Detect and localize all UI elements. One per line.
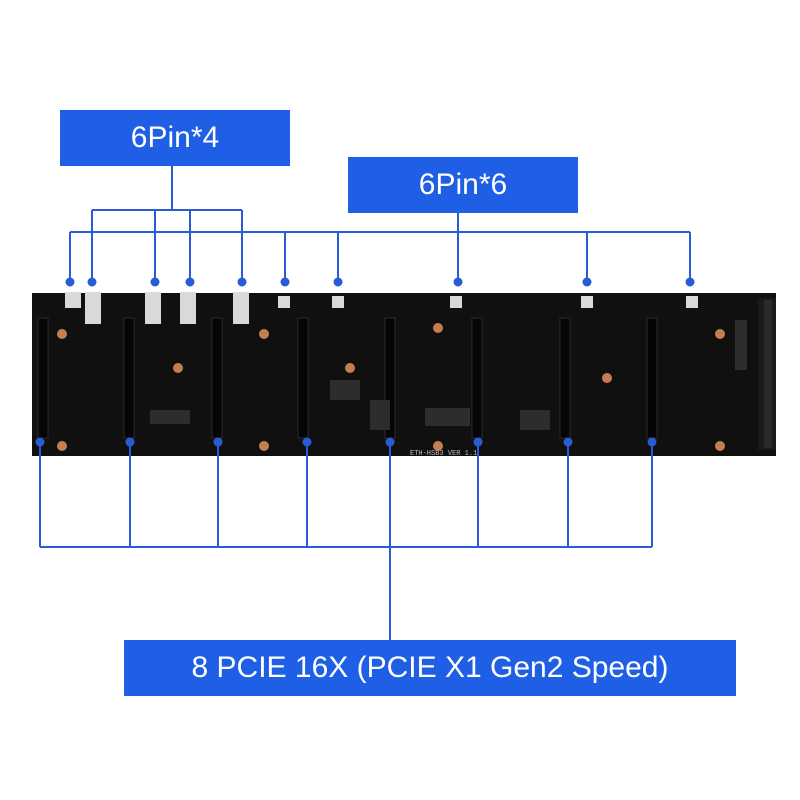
connector-dots bbox=[35, 277, 695, 447]
mining-motherboard: ETH-HSB3 VER 1.1 bbox=[32, 292, 776, 458]
six-pin-x6-label: 6Pin*6 bbox=[348, 157, 578, 213]
six-pin-connectors bbox=[65, 292, 698, 324]
mounting-holes bbox=[57, 323, 725, 451]
pcie-slots bbox=[37, 317, 658, 439]
six-pin-x4-label: 6Pin*4 bbox=[60, 110, 290, 166]
connector-lines bbox=[39, 166, 691, 640]
board-silkscreen: ETH-HSB3 VER 1.1 bbox=[410, 450, 477, 458]
pcie-slots-label: 8 PCIE 16X (PCIE X1 Gen2 Speed) bbox=[124, 640, 736, 696]
board-components bbox=[150, 320, 747, 430]
